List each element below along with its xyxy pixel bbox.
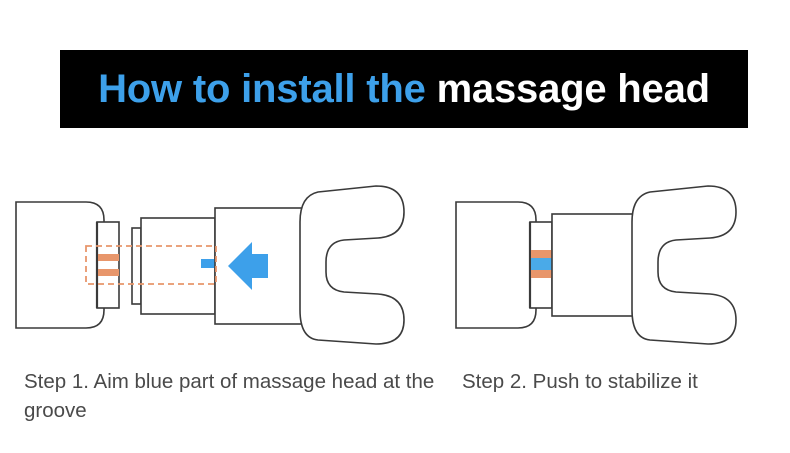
gun-body bbox=[15, 201, 105, 329]
massage-head-c bbox=[631, 185, 737, 345]
push-arrow bbox=[228, 242, 268, 290]
seated-stripe-orange-top bbox=[531, 250, 552, 258]
seated-stripe-blue bbox=[531, 258, 552, 270]
page-title-main: massage head bbox=[436, 67, 711, 111]
groove-stripe-bottom bbox=[98, 269, 119, 276]
page-title-accent: How to install the bbox=[98, 67, 437, 111]
gun-body bbox=[455, 201, 537, 329]
step-2-caption: Step 2. Push to stabilize it bbox=[462, 370, 698, 393]
seated-stripe-orange-bottom bbox=[531, 270, 552, 278]
groove-stripe-top bbox=[98, 254, 119, 261]
step-2-panel bbox=[440, 170, 790, 360]
page-title: How to install the massage head bbox=[98, 69, 710, 109]
massage-gun-installed-head-diagram bbox=[455, 185, 737, 345]
massage-head-c bbox=[299, 185, 405, 345]
head-blue-tab bbox=[201, 259, 217, 268]
step-1-panel bbox=[0, 170, 440, 360]
step-1-caption: Step 1. Aim blue part of massage head at… bbox=[24, 370, 435, 422]
alignment-dashed-box bbox=[85, 245, 217, 285]
massage-gun-aligning-head-diagram bbox=[15, 185, 405, 345]
head-shaft bbox=[551, 213, 647, 317]
head-shaft-rim bbox=[131, 227, 142, 305]
gun-collar bbox=[96, 221, 120, 309]
title-banner: How to install the massage head bbox=[60, 50, 748, 128]
